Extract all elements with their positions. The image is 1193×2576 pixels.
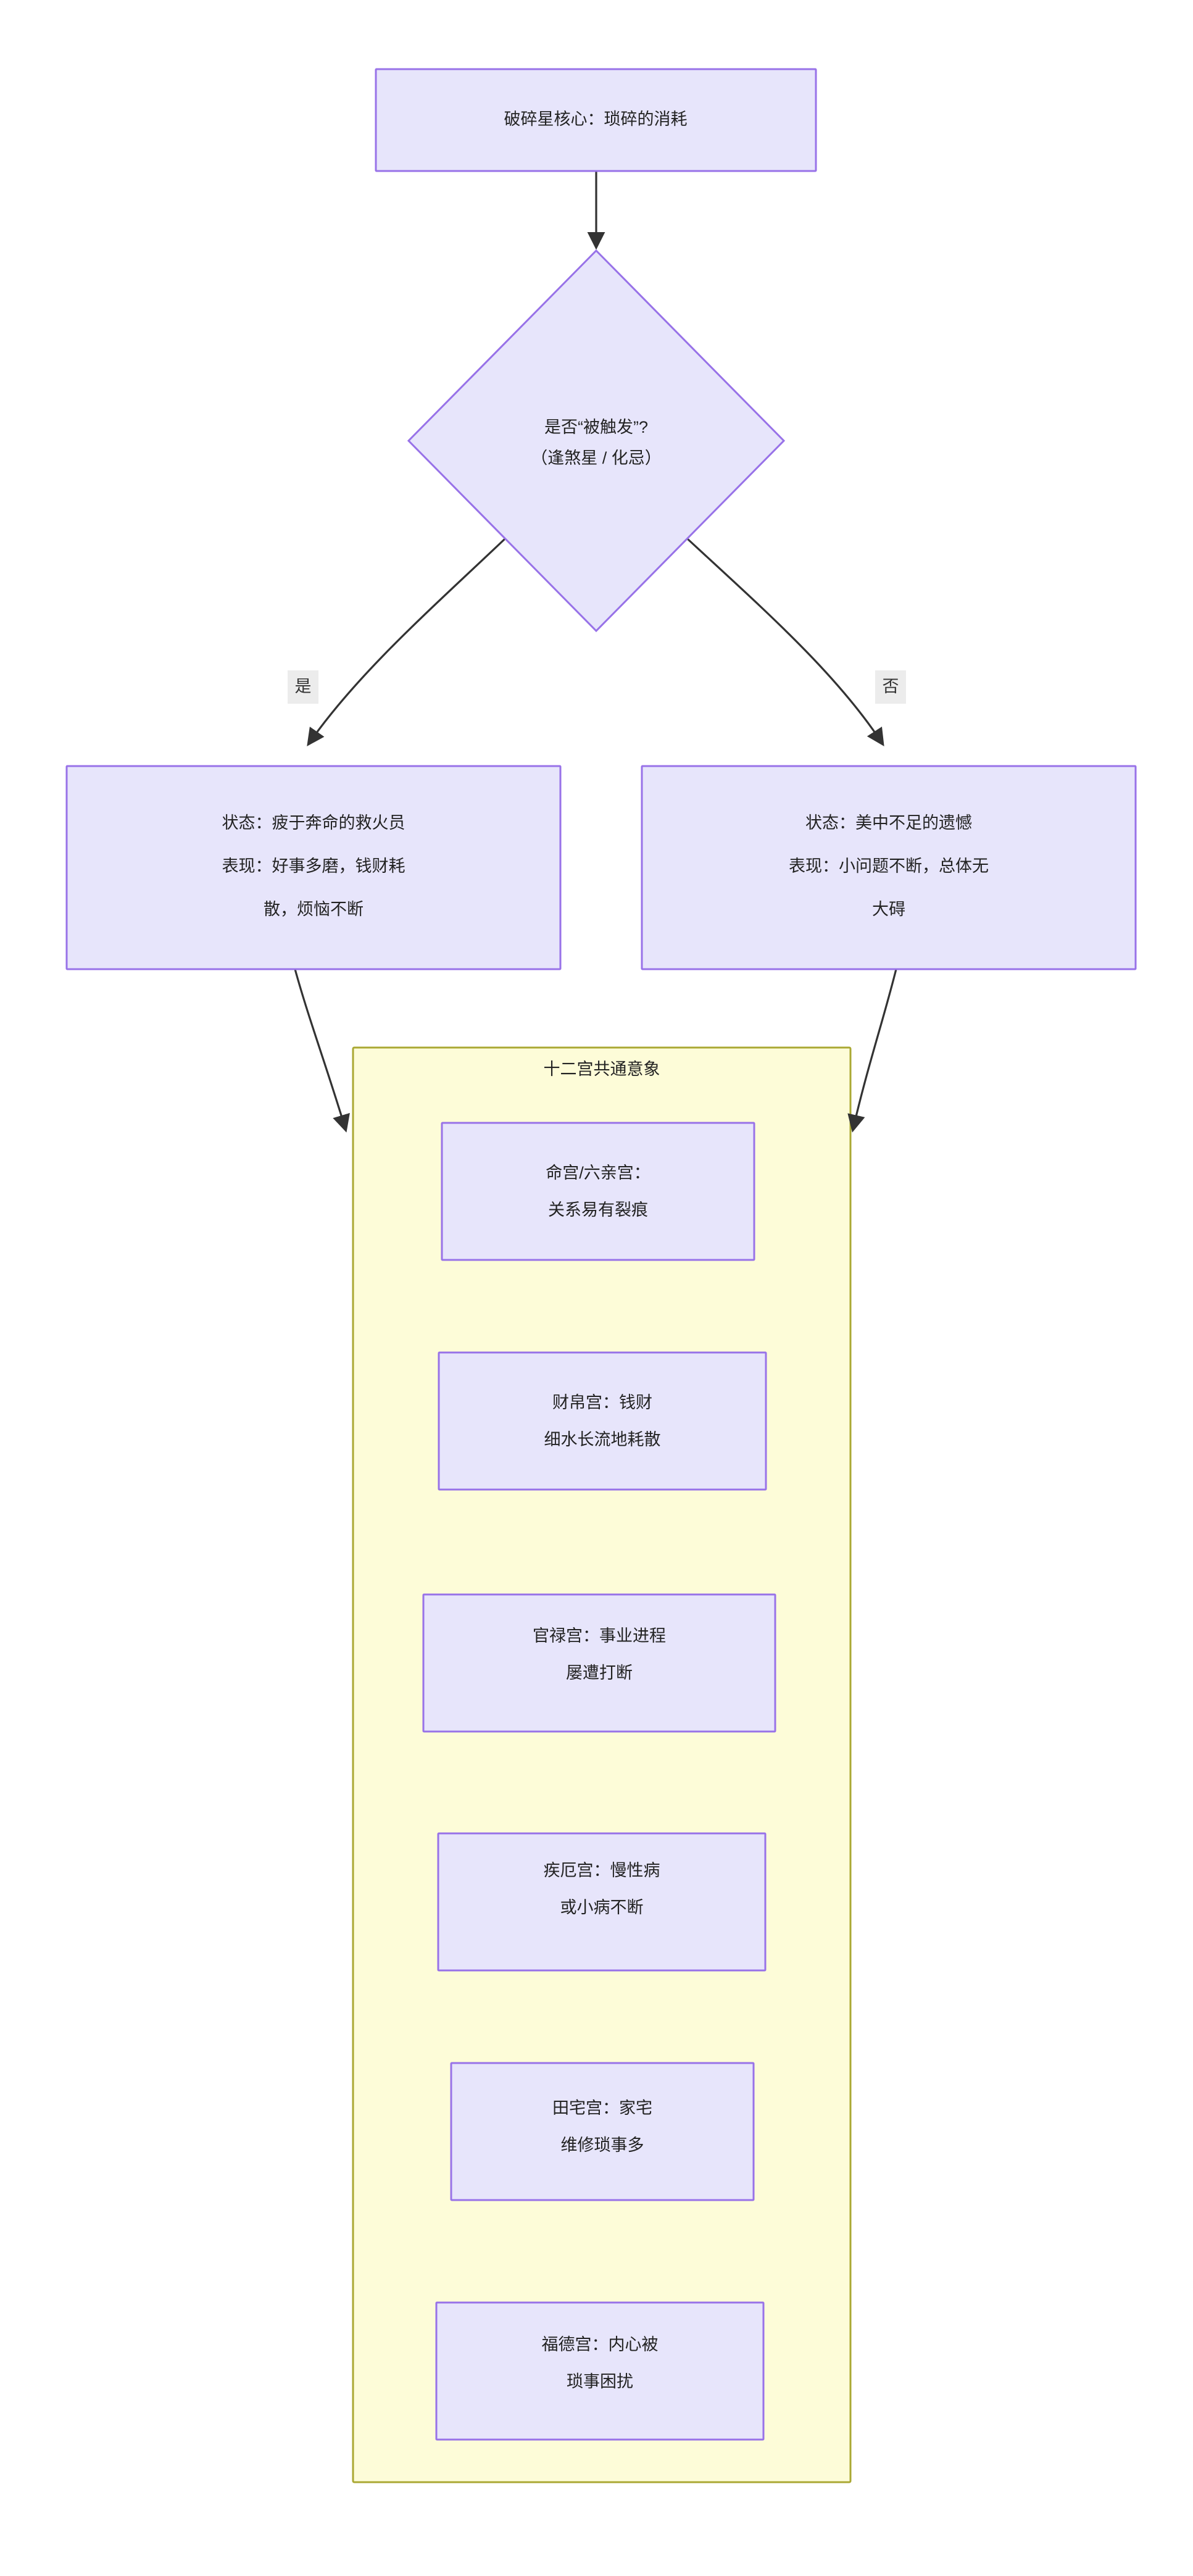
node-decision-trigger[interactable]: 是否“被触发”? （逢煞星 / 化忌） xyxy=(407,249,786,633)
node-palace-caibo-line1: 财帛宫：钱财 xyxy=(552,1393,652,1412)
cluster-background xyxy=(352,1046,852,2483)
node-palace-guanlu-line2: 屡遭打断 xyxy=(566,1664,633,1682)
node-palace-ming[interactable]: 命宫/六亲宫： 关系易有裂痕 xyxy=(441,1122,755,1261)
node-state-no-box[interactable] xyxy=(641,765,1137,970)
node-palace-ming-box[interactable] xyxy=(441,1122,755,1261)
node-palace-caibo-box[interactable] xyxy=(438,1351,767,1491)
edge-line xyxy=(307,538,506,746)
node-palace-fude-line2: 琐事困扰 xyxy=(567,2372,633,2391)
node-palace-guanlu-line1: 官禄宫：事业进程 xyxy=(533,1627,666,1645)
node-palace-caibo[interactable]: 财帛宫：钱财 细水长流地耗散 xyxy=(438,1351,767,1491)
node-state-no-line2: 表现：小问题不断，总体无 xyxy=(789,857,989,875)
node-decision-line1: 是否“被触发”? xyxy=(544,418,648,436)
node-palace-tianzhai[interactable]: 田宅宫：家宅 维修琐事多 xyxy=(450,2062,755,2201)
node-state-no-line3: 大碍 xyxy=(872,900,905,919)
edge-decision-to-state-no: 否 xyxy=(686,538,906,747)
node-palace-ming-line1: 命宫/六亲宫： xyxy=(546,1164,651,1182)
node-palace-jie[interactable]: 疾厄宫：慢性病 或小病不断 xyxy=(437,1832,767,1972)
edge-state-no-to-cluster xyxy=(847,969,897,1133)
node-palace-tianzhai-line1: 田宅宫：家宅 xyxy=(552,2099,652,2117)
node-state-no-line1: 状态：美中不足的遗憾 xyxy=(805,814,972,832)
node-core[interactable]: 破碎星核心：琐碎的消耗 xyxy=(375,68,817,172)
edge-line xyxy=(686,538,884,747)
node-palace-tianzhai-box[interactable] xyxy=(450,2062,755,2201)
node-core-label: 破碎星核心：琐碎的消耗 xyxy=(504,110,688,128)
node-decision-shape[interactable] xyxy=(407,249,786,633)
node-palace-fude[interactable]: 福德宫：内心被 琐事困扰 xyxy=(435,2301,765,2441)
node-palace-tianzhai-line2: 维修琐事多 xyxy=(561,2136,644,2154)
node-palace-guanlu-box[interactable] xyxy=(422,1593,776,1733)
edge-label-yes: 是 xyxy=(295,677,312,696)
edge-line xyxy=(847,969,897,1133)
edge-line xyxy=(294,969,350,1133)
node-palace-fude-box[interactable] xyxy=(435,2301,765,2441)
cluster-title: 十二宫共通意象 xyxy=(544,1060,660,1078)
node-palace-jie-line1: 疾厄宫：慢性病 xyxy=(544,1861,660,1880)
node-core-box[interactable] xyxy=(375,68,817,172)
edge-label-background-yes xyxy=(288,670,318,704)
edge-label-no: 否 xyxy=(883,677,899,696)
node-palace-caibo-line2: 细水长流地耗散 xyxy=(544,1430,661,1449)
node-state-yes-line1: 状态：疲于奔命的救火员 xyxy=(222,814,405,832)
node-state-yes[interactable]: 状态：疲于奔命的救火员 表现：好事多磨，钱财耗 散，烦恼不断 xyxy=(65,765,562,970)
node-palace-guanlu[interactable]: 官禄宫：事业进程 屡遭打断 xyxy=(422,1593,776,1733)
node-palace-jie-line2: 或小病不断 xyxy=(560,1898,644,1917)
node-state-yes-line2: 表现：好事多磨，钱财耗 xyxy=(222,857,405,875)
cluster-twelve-palaces: 十二宫共通意象 xyxy=(352,1046,852,2483)
node-palace-jie-box[interactable] xyxy=(437,1832,767,1972)
node-state-yes-line3: 散，烦恼不断 xyxy=(264,900,364,919)
edge-decision-to-state-yes: 是 xyxy=(288,538,506,746)
node-state-no[interactable]: 状态：美中不足的遗憾 表现：小问题不断，总体无 大碍 xyxy=(641,765,1137,970)
node-decision-line2: （逢煞星 / 化忌） xyxy=(531,449,662,467)
node-state-yes-box[interactable] xyxy=(65,765,562,970)
edge-label-background-no xyxy=(875,670,906,704)
node-palace-ming-line2: 关系易有裂痕 xyxy=(548,1201,648,1219)
edge-state-yes-to-cluster xyxy=(294,969,350,1133)
node-palace-fude-line1: 福德宫：内心被 xyxy=(542,2335,659,2354)
